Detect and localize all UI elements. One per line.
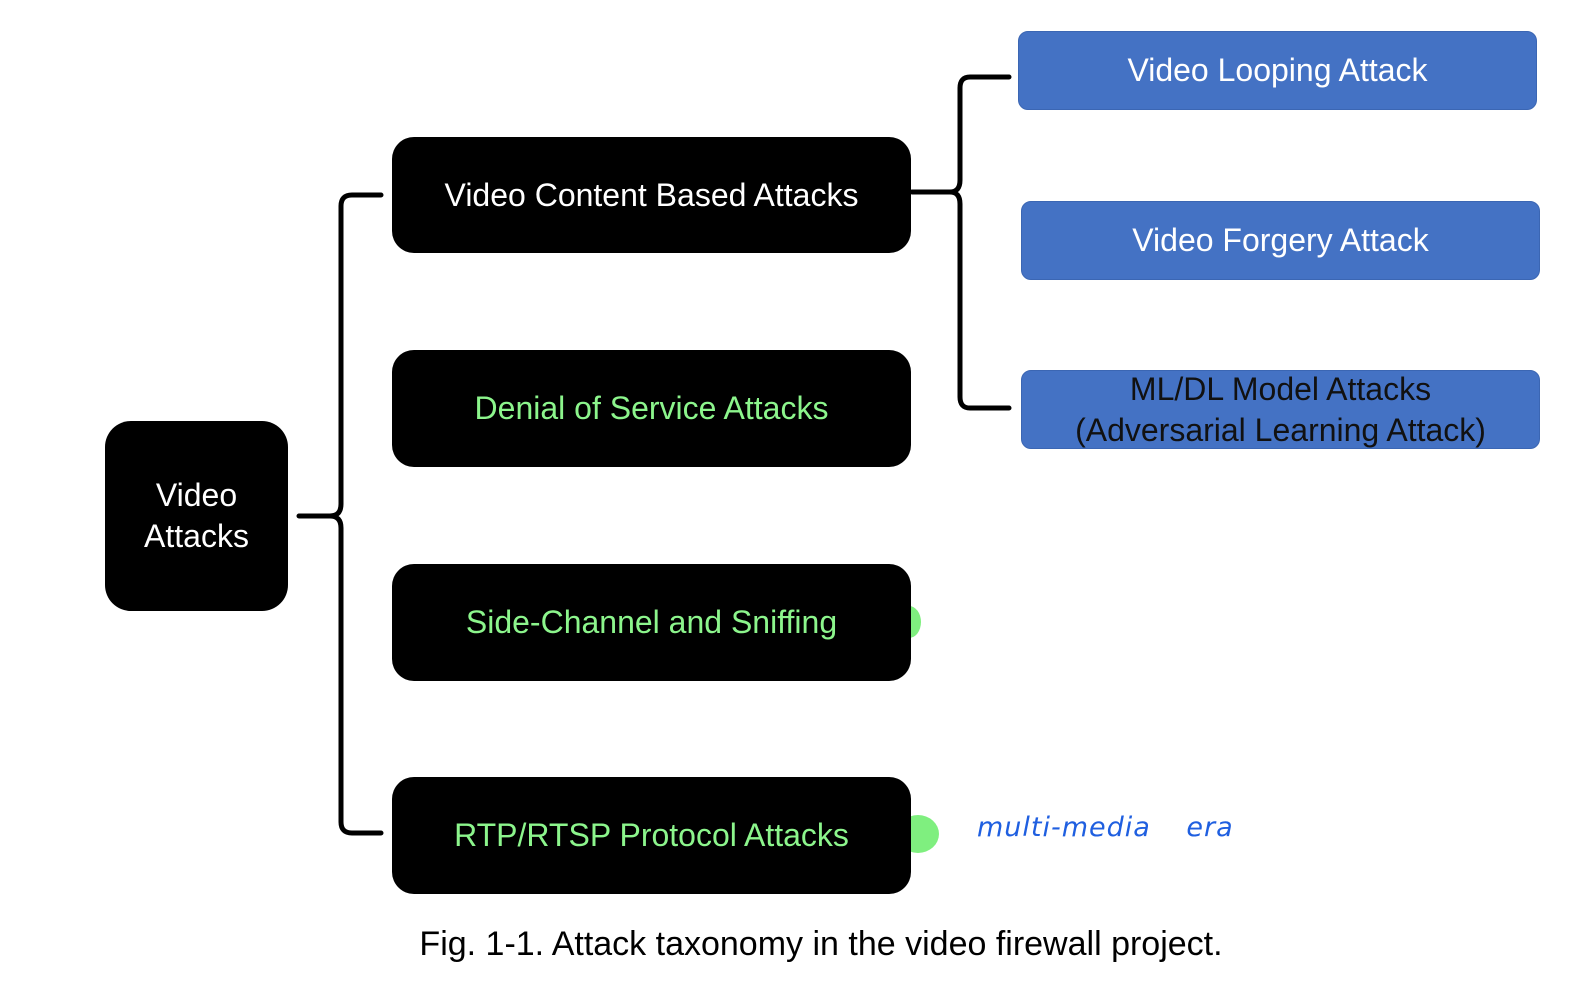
- node-denial-of-service-attacks-label: Denial of Service Attacks: [474, 390, 829, 426]
- node-rtp-rtsp-protocol-attacks: RTP/RTSP Protocol Attacks: [392, 777, 911, 894]
- node-denial-of-service-attacks: Denial of Service Attacks: [392, 350, 911, 467]
- node-video-forgery-attack: Video Forgery Attack: [1021, 201, 1540, 280]
- brace-content: [909, 74, 1012, 411]
- brace-root: [296, 192, 384, 836]
- node-rtp-rtsp-protocol-attacks-label: RTP/RTSP Protocol Attacks: [454, 817, 849, 853]
- node-ml-dl-model-attacks-line1: ML/DL Model Attacks: [1129, 370, 1432, 407]
- node-video-looping-attack-label: Video Looping Attack: [1127, 52, 1428, 88]
- node-video-content-based-attacks-label: Video Content Based Attacks: [444, 176, 859, 213]
- node-video-attacks: Video Attacks: [105, 421, 288, 611]
- figure-caption: Fig. 1-1. Attack taxonomy in the video f…: [419, 925, 1223, 963]
- node-video-looping-attack: Video Looping Attack: [1018, 31, 1537, 110]
- handwritten-annotation: multi-media era: [977, 812, 1234, 843]
- node-video-attacks-line2: Attacks: [144, 518, 249, 554]
- node-side-channel-and-sniffing-label: Side-Channel and Sniffing: [465, 604, 838, 640]
- node-video-attacks-line1: Video: [155, 477, 238, 513]
- node-video-forgery-attack-label: Video Forgery Attack: [1132, 222, 1429, 258]
- node-ml-dl-model-attacks-line2: (Adversarial Learning Attack): [1075, 411, 1486, 448]
- node-video-content-based-attacks: Video Content Based Attacks: [392, 137, 911, 253]
- node-ml-dl-model-attacks: ML/DL Model Attacks (Adversarial Learnin…: [1021, 370, 1540, 449]
- node-side-channel-and-sniffing: Side-Channel and Sniffing: [392, 564, 911, 681]
